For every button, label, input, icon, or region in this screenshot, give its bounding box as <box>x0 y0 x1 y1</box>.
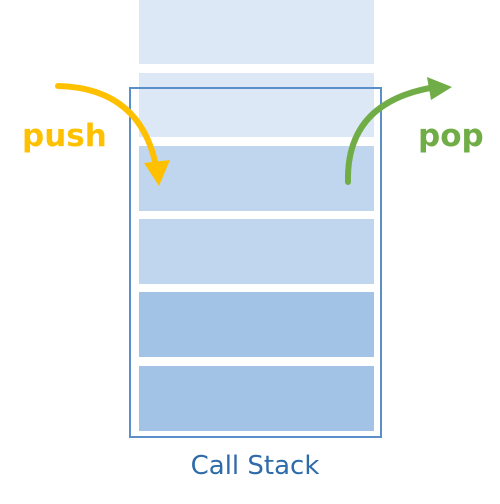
stack-frame-1 <box>139 146 374 211</box>
stack-frame-4 <box>139 366 374 431</box>
stack-frame-3 <box>139 292 374 357</box>
stack-frame-2 <box>139 219 374 284</box>
stack-frame-outside-1 <box>139 0 374 64</box>
pop-label: pop <box>418 118 484 154</box>
call-stack-outline <box>129 87 382 438</box>
call-stack-caption: Call Stack <box>190 451 320 481</box>
push-label: push <box>22 118 107 154</box>
push-arrow-icon <box>55 83 170 186</box>
stack-frame-outside-2 <box>139 73 374 137</box>
pop-arrow-icon <box>344 77 452 185</box>
